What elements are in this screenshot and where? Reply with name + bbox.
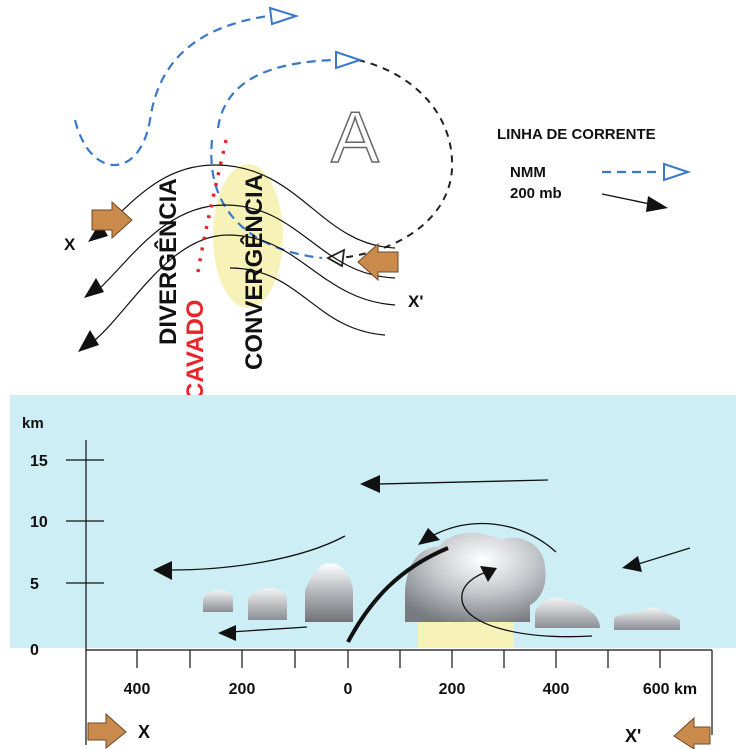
point-x-prime-label: X' bbox=[408, 292, 423, 311]
convergence-zone bbox=[213, 164, 283, 308]
legend-solid-label: 200 mb bbox=[510, 185, 562, 202]
y-tick-5: 5 bbox=[30, 576, 39, 593]
sky-background bbox=[10, 395, 736, 648]
legend-solid-line bbox=[601, 193, 651, 205]
trough-label: CAVADO bbox=[182, 300, 209, 400]
x-tick-200-right: 200 bbox=[439, 681, 466, 698]
surface-streamline-1-arrowhead bbox=[268, 6, 300, 26]
legend-dashed-arrowhead bbox=[663, 162, 692, 182]
bottom-x-label: X bbox=[138, 722, 150, 742]
legend-solid-arrowhead bbox=[646, 196, 668, 212]
point-x-label: X bbox=[64, 235, 76, 254]
surface-streamline-2-arrowhead bbox=[335, 50, 364, 70]
y-tick-0: 0 bbox=[30, 642, 39, 659]
x-ticks bbox=[136, 650, 661, 668]
flow-arrows bbox=[169, 479, 691, 638]
surface-streamline-2 bbox=[216, 58, 336, 129]
bottom-x-prime-label: X' bbox=[625, 726, 641, 746]
y-unit-label: km bbox=[22, 415, 44, 432]
updraft-front bbox=[346, 546, 449, 643]
x-tick-200-left: 200 bbox=[229, 681, 256, 698]
legend-title: LINHA DE CORRENTE bbox=[497, 126, 656, 143]
wind-arrow-x bbox=[91, 200, 133, 240]
high-pressure-letter: A bbox=[331, 98, 379, 178]
cross-section-panel: km 15 10 5 0 bbox=[10, 395, 736, 749]
x-tick-0: 0 bbox=[344, 681, 353, 698]
surface-streamline-3 bbox=[210, 139, 323, 260]
x-tick-600-km: 600 km bbox=[643, 681, 697, 698]
flow-arrowheads bbox=[153, 475, 642, 641]
bottom-wind-arrow-x bbox=[87, 712, 127, 749]
cloud-right-2 bbox=[614, 607, 680, 630]
upper-level-streamlines bbox=[94, 164, 396, 341]
y-ticks bbox=[66, 459, 104, 584]
y-tick-15: 15 bbox=[30, 453, 48, 470]
divergence-label: DIVERGÊNCIA bbox=[154, 178, 182, 345]
cloud-tower bbox=[305, 563, 353, 622]
wind-arrow-x-prime bbox=[357, 242, 399, 282]
x-tick-400-left: 400 bbox=[124, 681, 151, 698]
bottom-wind-arrow-x-prime bbox=[673, 716, 711, 749]
legend: LINHA DE CORRENTE NMM 200 mb bbox=[497, 126, 692, 212]
convergence-label: CONVERGÊNCIA bbox=[240, 174, 268, 370]
legend-dashed-label: NMM bbox=[510, 164, 546, 181]
cloud-small-2 bbox=[248, 588, 287, 620]
upper-level-arrowheads bbox=[78, 222, 108, 352]
cloud-right-1 bbox=[535, 597, 600, 628]
cloud-small-1 bbox=[203, 589, 233, 612]
x-tick-400-right: 400 bbox=[543, 681, 570, 698]
plan-view-panel: A DIVERGÊNCIA CONVERGÊNCIA CAVADO X X' L… bbox=[64, 6, 692, 400]
surface-streamline-1 bbox=[73, 14, 269, 167]
y-tick-10: 10 bbox=[30, 514, 48, 531]
high-pressure-streamline bbox=[339, 59, 454, 259]
